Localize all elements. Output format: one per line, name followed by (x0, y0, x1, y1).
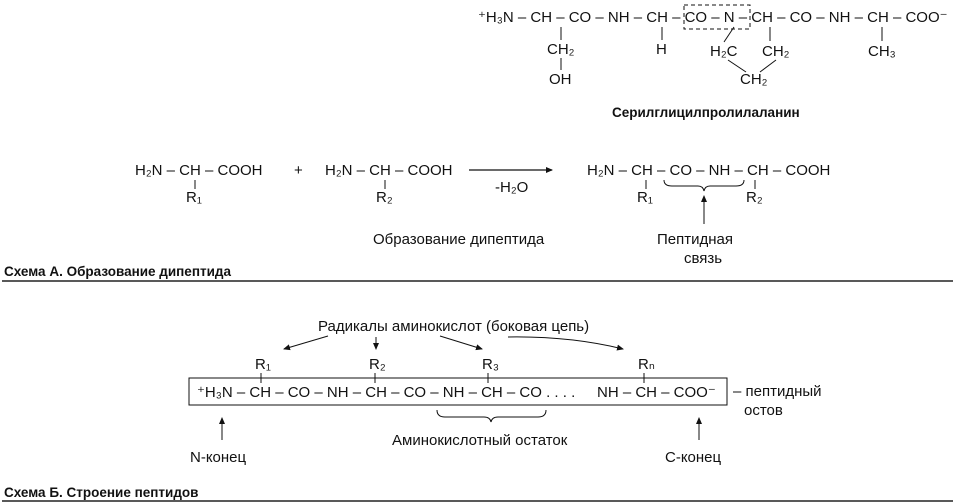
pro-h2c: H₂C (710, 43, 738, 60)
pro-bond-left (727, 59, 747, 73)
pro-bond-n (723, 26, 735, 43)
dipeptide: H₂N – CH – CO – NH – CH – COOH (587, 162, 830, 179)
ala-ch3: CH₃ (868, 43, 896, 60)
peptide-bond-brace (663, 179, 745, 192)
backbone-chain-right: NH – CH – COO⁻ (597, 384, 716, 401)
backbone-chain-left: ⁺H₃N – CH – CO – NH – CH – CO – NH – CH … (197, 384, 575, 401)
pro-ch2-bottom: CH₂ (740, 71, 768, 88)
gly-h: H (656, 41, 667, 58)
residue-brace (436, 409, 547, 423)
radical-r3: R₃ (482, 356, 499, 373)
aa2-radical: R₂ (376, 189, 393, 206)
scheme-a: H₂N – CH – COOH R₁ + H₂N – CH – COOH R₂ … (2, 162, 953, 282)
ser-ch2: CH₂ (547, 41, 575, 58)
peptide-bond-dashed-box (683, 4, 751, 30)
aa1-radical: R₁ (186, 189, 202, 206)
radicals-label: Радикалы аминокислот (боковая цепь) (318, 318, 589, 335)
dipeptide-radical-1: R₁ (637, 189, 653, 206)
water-loss-label: -H₂O (495, 179, 528, 196)
n-end-label: N-конец (190, 449, 247, 466)
c-end-label: С-конец (665, 449, 722, 466)
scheme-b-title: Схема Б. Строение пептидов (4, 485, 198, 500)
dipeptide-caption: Образование дипептида (373, 231, 545, 248)
amino-acid-2: H₂N – CH – COOH (325, 162, 453, 179)
dipeptide-radical-2: R₂ (746, 189, 763, 206)
scheme-b: Радикалы аминокислот (боковая цепь) R₁ R… (2, 318, 953, 502)
pro-bond-right (759, 59, 777, 73)
radical-arrow-3 (439, 335, 483, 351)
radical-r1: R₁ (255, 356, 271, 373)
pro-ch2-right: CH₂ (762, 43, 790, 60)
tetrapeptide-main-chain: ⁺H₃N – CH – CO – NH – CH – CO – N – CH –… (478, 9, 948, 26)
radical-r2: R₂ (369, 356, 386, 373)
tetrapeptide-structure: ⁺H₃N – CH – CO – NH – CH – CO – N – CH –… (478, 4, 948, 120)
plus-sign: + (294, 162, 303, 179)
ser-oh: OH (549, 71, 572, 88)
backbone-box (188, 377, 728, 406)
backbone-label-1: – пептидный (733, 383, 822, 400)
scheme-a-title: Схема А. Образование дипептида (4, 264, 231, 279)
radical-arrow-n (507, 336, 624, 351)
amino-acid-1: H₂N – CH – COOH (135, 162, 263, 179)
backbone-label-2: остов (744, 402, 783, 419)
tetrapeptide-name: Серилглицилпролилаланин (612, 105, 800, 120)
residue-label: Аминокислотный остаток (392, 432, 568, 449)
radical-arrow-1 (283, 335, 329, 351)
radical-rn: Rₙ (638, 356, 655, 373)
peptide-bond-label-2: связь (684, 250, 722, 267)
peptide-bond-label-1: Пептидная (657, 231, 733, 248)
